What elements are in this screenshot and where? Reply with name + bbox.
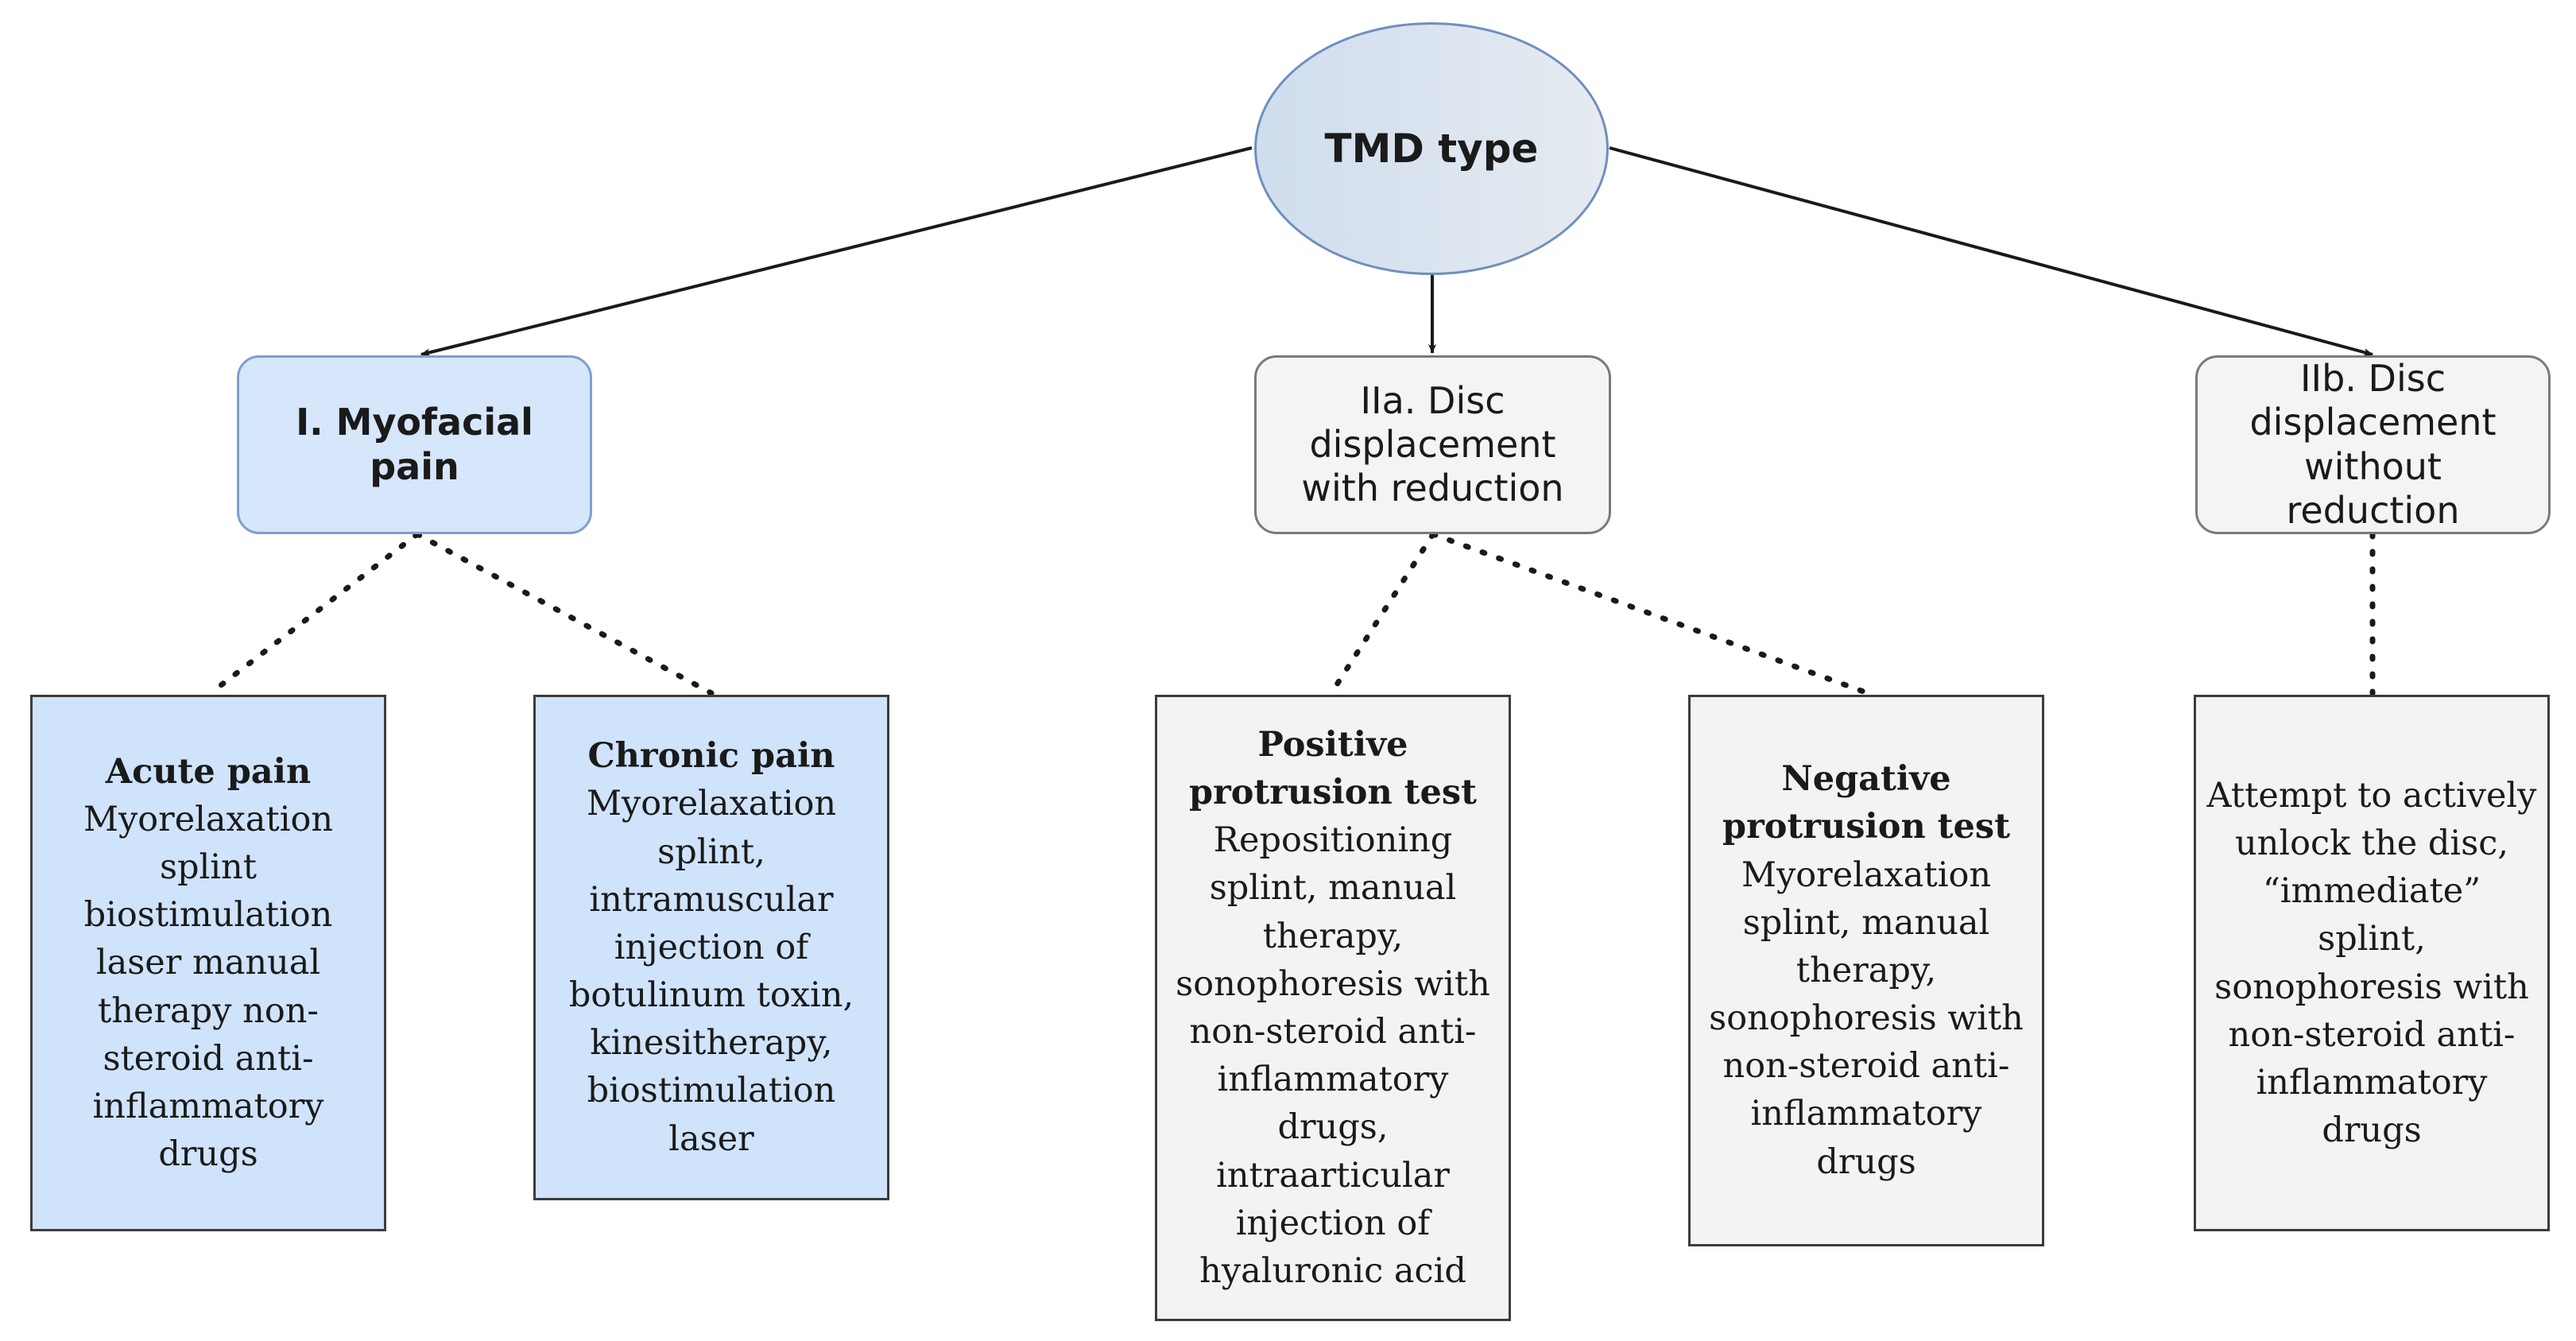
treatment-negative-protrusion-test: Negative protrusion test Myorelaxation s…: [1688, 695, 2044, 1246]
category-disc-displacement-with-reduction: IIa. Disc displacement with reduction: [1254, 355, 1611, 534]
treatment-body: Attempt to actively unlock the disc, “im…: [2206, 775, 2537, 1151]
treatment-positive-protrusion-test: Positive protrusion test Repositioning s…: [1155, 695, 1511, 1321]
treatment-body: Repositioning splint, manual therapy, so…: [1176, 820, 1490, 1291]
arrow-root-to-myofacial: [420, 146, 1253, 357]
treatment-body: Myorelaxation splint, manual therapy, so…: [1709, 855, 2024, 1182]
dotted-iia-to-positive: [1328, 531, 1436, 696]
treatment-title: Acute pain: [105, 751, 312, 792]
category-myofacial-pain: I. Myofacial pain: [237, 355, 592, 534]
treatment-unlock-disc: Attempt to actively unlock the disc, “im…: [2194, 695, 2550, 1231]
arrow-root-to-iib: [1609, 146, 2373, 356]
root-label: TMD type: [1324, 126, 1539, 172]
dotted-iia-to-negative: [1430, 531, 1871, 696]
root-node: TMD type: [1254, 22, 1609, 275]
category-disc-displacement-without-reduction: IIb. Disc displacement without reduction: [2195, 355, 2551, 534]
treatment-acute-pain: Acute pain Myorelaxation splint biostimu…: [30, 695, 386, 1231]
dotted-myofacial-to-chronic: [414, 531, 715, 696]
treatment-chronic-pain: Chronic pain Myorelaxation splint, intra…: [533, 695, 889, 1200]
treatment-title: Negative protrusion test: [1722, 759, 2010, 847]
treatment-title: Positive protrusion test: [1189, 724, 1477, 813]
treatment-title: Chronic pain: [587, 736, 835, 777]
category-label: IIa. Disc displacement with reduction: [1301, 378, 1564, 510]
dotted-myofacial-to-acute: [207, 531, 420, 696]
treatment-body: Myorelaxation splint, intramuscular inje…: [568, 784, 854, 1159]
treatment-body: Myorelaxation splint biostimulation lase…: [83, 799, 334, 1175]
category-label: IIb. Disc displacement without reduction: [2249, 357, 2497, 532]
category-label: I. Myofacial pain: [296, 401, 533, 488]
